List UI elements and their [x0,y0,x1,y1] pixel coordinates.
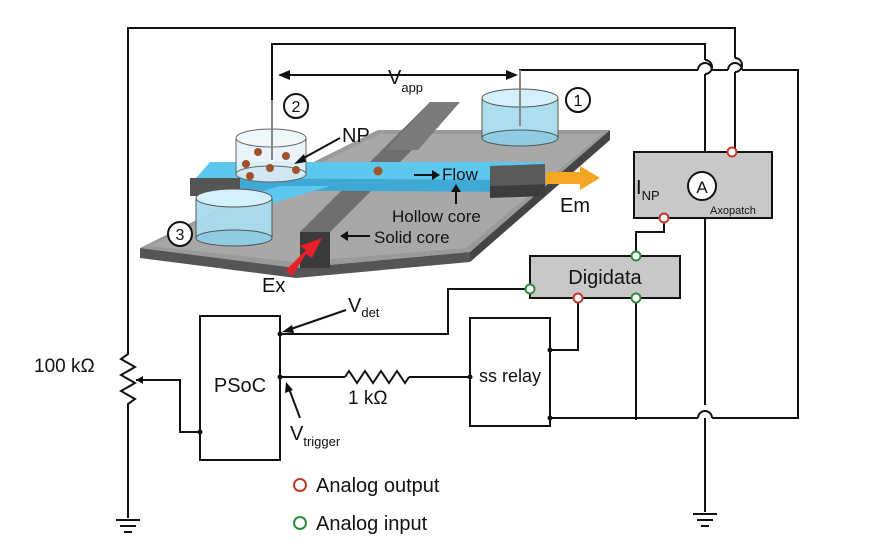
analog-input-legend-icon [293,516,307,530]
ground-icon [693,513,717,527]
wire-hop-bottom [697,410,713,419]
ground-icon [116,519,140,533]
psoc-box: PSoC [197,315,283,461]
vapp-label: Vapp [388,67,423,95]
solid-core-label: Solid core [374,228,450,247]
ss-relay-label: ss relay [479,366,541,386]
flow-label: Flow [442,165,479,184]
svg-text:A: A [696,178,708,197]
wire-axo-digidata [635,218,665,256]
digidata-box: Digidata [524,250,681,304]
reservoir-3 [195,188,273,247]
solid-core-ridge-upper [386,102,460,150]
em-label: Em [560,195,590,217]
emission-arrow [546,166,600,190]
wire-hop-right-1 [734,57,743,73]
reservoir-marker-1: 1 [565,87,591,113]
analog-input-port [630,292,642,304]
analog-output-port [572,292,584,304]
wire-pot-top [127,27,736,350]
excitation-arrow [286,238,322,276]
ex-label: Ex [262,275,285,297]
pot-label: 100 kΩ [34,356,95,377]
analog-output-port [658,212,670,224]
analog-input-port [630,250,642,262]
wire-pot-psoc [142,379,200,433]
np-label: NP [342,125,370,147]
series-resistor-label: 1 kΩ [348,388,388,409]
wire-hop-3 [727,62,743,71]
potentiometer-100k [118,350,150,410]
psoc-label: PSoC [214,375,266,397]
wire-electrode-2 [271,43,706,118]
wire-outer-right [712,69,799,419]
vdet-label: Vdet [348,295,380,320]
legend-analog-input: Analog input [316,513,428,535]
svg-text:3: 3 [176,227,185,244]
analog-input-port [524,283,536,295]
optofluidic-chip [140,70,688,419]
legend: Analog output Analog input [293,475,440,535]
analog-output-port [726,146,738,158]
ammeter-icon [687,171,717,201]
digidata-label: Digidata [568,267,642,289]
analog-output-legend-icon [293,478,307,492]
reservoir-2 [235,100,307,183]
reservoir-marker-3: 3 [167,221,193,247]
wire-hop-1 [697,62,713,71]
ss-relay-box: ss relay [467,317,553,427]
wire-digidata-relay [550,298,579,351]
series-resistor-symbol [344,369,410,385]
inp-label: INP [636,177,660,203]
svg-text:1: 1 [574,93,583,110]
axopatch-box: A INP Axopatch [633,146,773,224]
vtrigger-label: Vtrigger [290,423,341,449]
legend-analog-output: Analog output [316,475,440,497]
reservoir-1 [481,70,559,147]
reservoir-marker-2: 2 [283,93,309,119]
svg-text:2: 2 [292,99,301,116]
axopatch-label: Axopatch [710,205,756,217]
wire-digidata-vdet [280,288,530,335]
nanoparticle [373,166,383,176]
wiring [127,27,799,518]
hollow-core-label: Hollow core [392,207,481,226]
